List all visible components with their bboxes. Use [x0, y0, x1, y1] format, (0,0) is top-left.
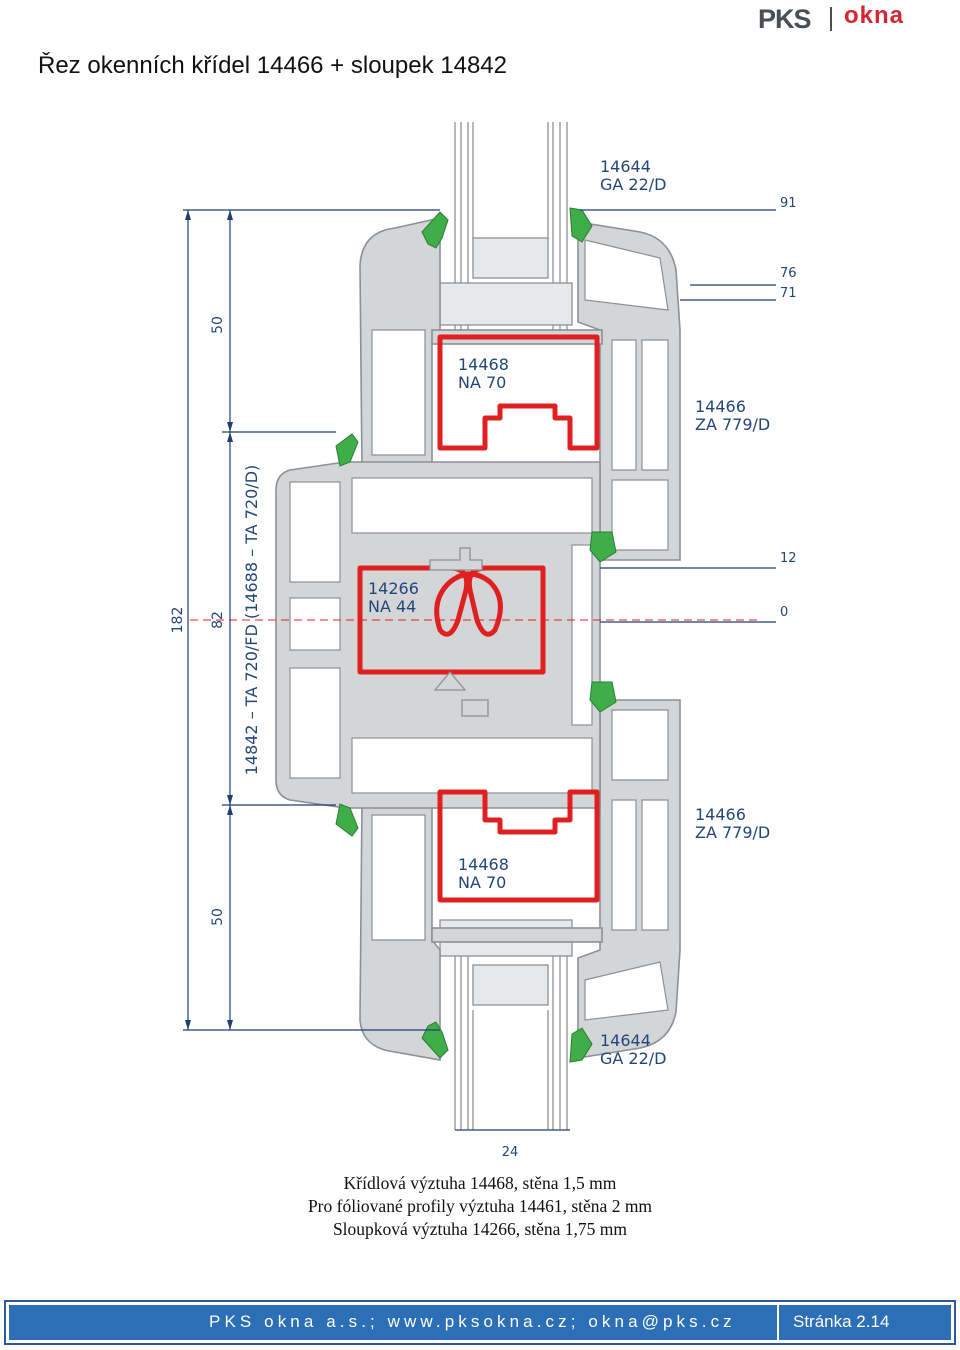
level-12: 12 [780, 551, 797, 566]
level-71: 71 [780, 286, 797, 301]
reinf-top-code: 14468 [458, 355, 509, 374]
mullion-spec: 14842 – TA 720/FD (14688 – TA 720/D) [242, 465, 261, 776]
footer-bar [9, 1305, 951, 1340]
gasket-top-code: 14644 [600, 157, 651, 176]
reinf-top-type: NA 70 [458, 373, 506, 392]
reinf-mullion-type: NA 44 [368, 597, 416, 616]
wing-top-code: 14466 [695, 397, 746, 416]
dim-left-middle: 82 [210, 611, 226, 629]
level-0: 0 [780, 605, 788, 620]
reinf-bottom-code: 14468 [458, 855, 509, 874]
mullion-chambers [289, 477, 593, 794]
reinf-bottom-type: NA 70 [458, 873, 506, 892]
logo-separator [830, 7, 832, 31]
wing-bottom-code: 14466 [695, 805, 746, 824]
sash-chambers-bottom [371, 709, 669, 1021]
dim-bottom-wing: 50 [210, 908, 226, 926]
dim-top-wing: 50 [210, 316, 226, 334]
footer-page-number: Stránka 2.14 [793, 1312, 890, 1331]
reinforcement-top [437, 334, 600, 451]
company-logo: PKS okna [758, 2, 913, 34]
reinf-mullion-code: 14266 [368, 579, 419, 598]
logo-okna: okna [844, 2, 905, 29]
clips [429, 547, 489, 717]
level-76: 76 [780, 266, 797, 281]
caption-block: Křídlová výztuha 14468, stěna 1,5 mm Pro… [0, 1172, 960, 1241]
dimension-lines [183, 209, 776, 1131]
spacer-top [439, 237, 573, 326]
footer-divider [777, 1305, 779, 1340]
sash-chambers-top [371, 239, 669, 551]
page-title: Řez okenních křídel 14466 + sloupek 1484… [38, 52, 507, 79]
dimension-arrows [185, 210, 233, 1030]
gasket-bottom-code: 14644 [600, 1031, 651, 1050]
wing-bottom-type: ZA 779/D [695, 823, 770, 842]
footer-company: PKS okna a.s.; www.pksokna.cz; okna@pks.… [209, 1312, 736, 1331]
bottom-dim: 24 [502, 1145, 519, 1160]
caption-line: Sloupková výztuha 14266, stěna 1,75 mm [332, 1219, 628, 1239]
caption-line: Pro fóliované profily výztuha 14461, stě… [307, 1196, 653, 1216]
caption-line: Křídlová výztuha 14468, stěna 1,5 mm [343, 1173, 617, 1193]
dim-left-total: 182 [170, 607, 186, 634]
wing-top-type: ZA 779/D [695, 415, 770, 434]
reinforcement-bottom [437, 789, 600, 903]
gasket-top-type: GA 22/D [600, 175, 667, 194]
gaskets [335, 207, 617, 1063]
gasket-bottom-type: GA 22/D [600, 1049, 667, 1068]
logo-pks: PKS [758, 4, 812, 34]
level-91: 91 [780, 196, 797, 211]
page-footer: PKS okna a.s.; www.pksokna.cz; okna@pks.… [4, 1300, 956, 1345]
window-section-drawing: 182 82 50 50 14842 – TA 720/FD (14688 – … [170, 122, 797, 1160]
